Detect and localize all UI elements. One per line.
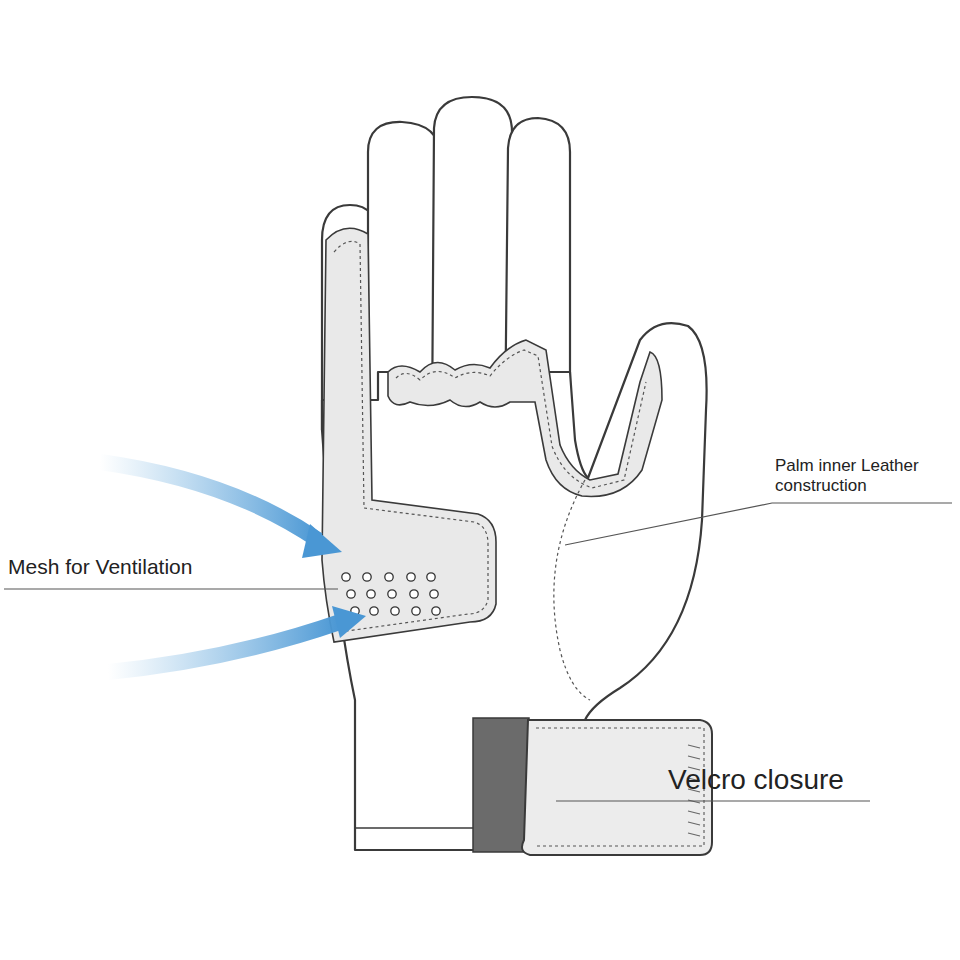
leader-line	[4, 588, 338, 589]
mesh-hole	[410, 590, 418, 598]
mesh-hole	[432, 607, 440, 615]
grip-line	[688, 811, 700, 814]
stitching	[334, 241, 488, 632]
mesh-panel	[322, 228, 496, 642]
grip-line	[688, 833, 700, 836]
stitching	[554, 480, 590, 700]
leader-line	[556, 800, 870, 801]
knuckle-panel	[388, 340, 662, 496]
mesh-hole	[385, 573, 393, 581]
grip-line	[688, 745, 700, 748]
mesh-hole	[412, 607, 420, 615]
callout-label: Palm inner Leather construction	[775, 456, 953, 495]
mesh-hole	[342, 573, 350, 581]
mesh-hole	[427, 573, 435, 581]
grip-line	[688, 822, 700, 825]
mesh-hole	[430, 590, 438, 598]
mesh-hole	[367, 590, 375, 598]
grip-line	[688, 756, 700, 759]
callout-label: Velcro closure	[668, 764, 844, 796]
stitching	[396, 350, 646, 488]
mesh-hole	[407, 573, 415, 581]
airflow-arrow	[108, 622, 340, 672]
airflow-arrowhead	[332, 606, 366, 638]
callout-label: Mesh for Ventilation	[8, 555, 192, 579]
mesh-hole	[388, 590, 396, 598]
velcro-pad	[473, 718, 529, 852]
mesh-hole	[347, 590, 355, 598]
mesh-holes	[342, 573, 440, 615]
airflow-arrowhead	[302, 524, 342, 558]
mesh-hole	[363, 573, 371, 581]
leader-line	[565, 503, 952, 545]
mesh-hole	[370, 607, 378, 615]
mesh-hole	[391, 607, 399, 615]
airflow-arrow	[100, 462, 318, 540]
